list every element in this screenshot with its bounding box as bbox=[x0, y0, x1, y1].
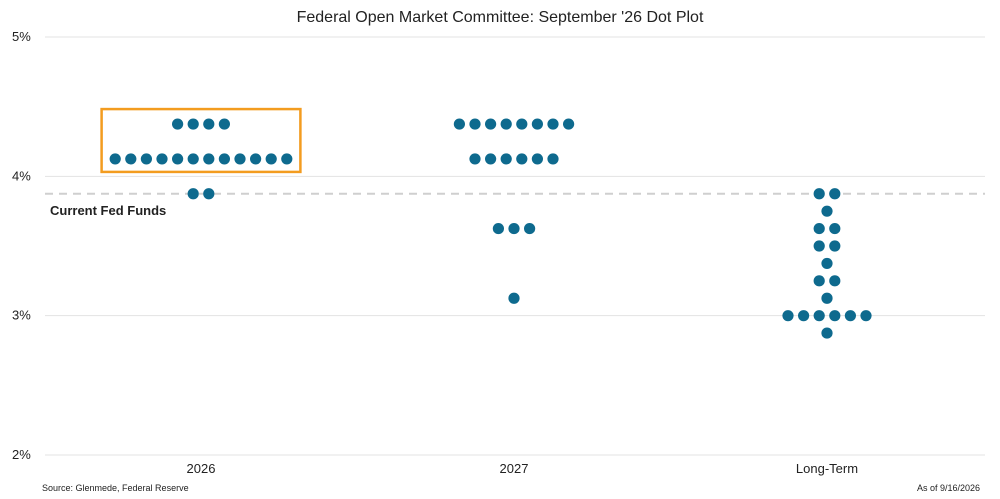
dot bbox=[829, 240, 841, 252]
x-tick-label: 2027 bbox=[500, 461, 529, 476]
dot bbox=[829, 275, 841, 287]
dot bbox=[508, 222, 520, 235]
y-axis-ticks: 5% 4% 3% 2% bbox=[12, 29, 31, 462]
dot bbox=[813, 222, 825, 235]
dot bbox=[172, 153, 184, 165]
y-tick-label: 2% bbox=[12, 447, 31, 462]
x-tick-label: 2026 bbox=[187, 461, 216, 476]
dot bbox=[156, 153, 168, 165]
dot bbox=[782, 310, 794, 322]
dot bbox=[547, 118, 559, 130]
dot bbox=[500, 118, 512, 130]
dot-column-long-term bbox=[782, 188, 872, 339]
dot bbox=[829, 310, 841, 322]
dot bbox=[187, 153, 199, 165]
dot bbox=[813, 275, 825, 287]
dot bbox=[453, 118, 465, 130]
dot bbox=[531, 118, 544, 130]
dot bbox=[813, 240, 825, 252]
dot bbox=[821, 327, 833, 339]
as-of-note: As of 9/16/2026 bbox=[917, 483, 980, 493]
dot bbox=[203, 153, 215, 165]
dot bbox=[860, 310, 872, 322]
gridlines bbox=[45, 36, 985, 456]
dot bbox=[281, 153, 293, 165]
source-note: Source: Glenmede, Federal Reserve bbox=[42, 483, 189, 493]
current-fed-funds-label: Current Fed Funds bbox=[50, 203, 166, 218]
dot bbox=[203, 118, 215, 130]
dot bbox=[485, 153, 497, 165]
dot bbox=[469, 153, 481, 165]
dot-column-2027 bbox=[453, 118, 575, 304]
dot bbox=[500, 153, 512, 165]
dot bbox=[508, 292, 520, 304]
dot bbox=[125, 153, 137, 165]
dot bbox=[485, 118, 497, 130]
dot bbox=[187, 188, 199, 200]
y-tick-label: 3% bbox=[12, 308, 31, 323]
dot bbox=[187, 118, 199, 130]
dot bbox=[813, 310, 825, 322]
dot bbox=[813, 188, 825, 200]
dot bbox=[524, 222, 536, 235]
dot bbox=[140, 153, 152, 165]
dot bbox=[265, 153, 277, 165]
dot bbox=[492, 222, 504, 235]
dot bbox=[829, 188, 841, 200]
dot bbox=[218, 118, 230, 130]
dot bbox=[821, 292, 833, 304]
dot bbox=[547, 153, 559, 165]
dot bbox=[821, 257, 833, 270]
dot bbox=[829, 222, 841, 235]
dot bbox=[109, 153, 121, 165]
dot bbox=[516, 153, 528, 165]
x-axis-ticks: 2026 2027 Long-Term bbox=[187, 461, 859, 476]
y-tick-label: 4% bbox=[12, 168, 31, 183]
chart-title: Federal Open Market Committee: September… bbox=[297, 9, 704, 26]
x-tick-label: Long-Term bbox=[796, 461, 858, 476]
highlight-box-group bbox=[100, 107, 302, 174]
dot bbox=[821, 205, 833, 217]
dots-group bbox=[109, 118, 872, 339]
dot bbox=[798, 310, 810, 322]
dot bbox=[563, 118, 575, 130]
dot bbox=[218, 153, 230, 165]
dot bbox=[844, 310, 857, 322]
dot bbox=[516, 118, 528, 130]
dot bbox=[531, 153, 544, 165]
dot bbox=[234, 153, 246, 165]
y-tick-label: 5% bbox=[12, 29, 31, 44]
dot bbox=[250, 153, 262, 165]
dot-column-2026 bbox=[109, 118, 293, 200]
dot bbox=[172, 118, 184, 130]
reference-line-group: Current Fed Funds bbox=[45, 192, 985, 218]
dot bbox=[469, 118, 481, 130]
dot bbox=[203, 188, 215, 200]
highlight-box bbox=[100, 107, 302, 174]
